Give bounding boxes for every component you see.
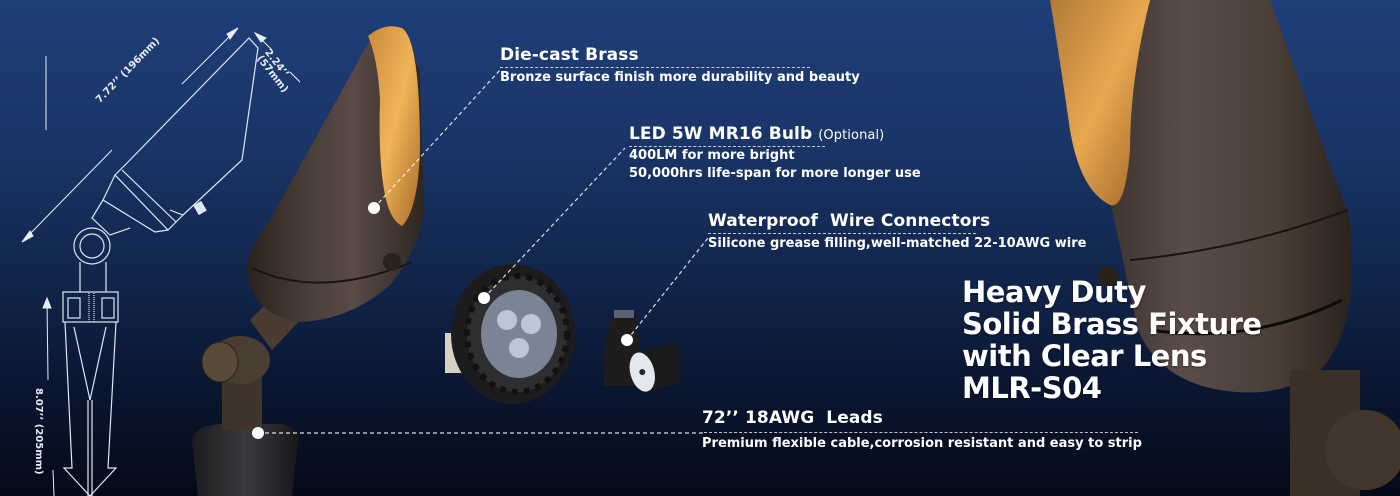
wire-connectors-photo bbox=[604, 310, 680, 392]
callout-title-suffix: (Optional) bbox=[818, 128, 885, 143]
callout-dot-bulb bbox=[478, 292, 490, 304]
callout-dot-leads bbox=[252, 427, 264, 439]
callout-subtitle: Silicone grease filling,well-matched 22-… bbox=[708, 236, 1087, 251]
callout-leads: 72’’ 18AWG Leads Premium flexible cable,… bbox=[702, 408, 1142, 453]
callout-divider bbox=[629, 146, 825, 147]
callout-title: 72’’ 18AWG Leads bbox=[702, 408, 883, 428]
callout-title: LED 5W MR16 Bulb bbox=[629, 124, 813, 144]
fixture-closeup-photo bbox=[1050, 0, 1400, 496]
callout-subtitle: Bronze surface finish more durability an… bbox=[500, 70, 860, 85]
callout-divider bbox=[704, 432, 1138, 433]
callout-dot-connectors bbox=[621, 334, 633, 346]
product-headline: Heavy Duty Solid Brass Fixture with Clea… bbox=[962, 276, 1262, 404]
blueprint-drawing bbox=[21, 27, 300, 496]
callout-divider bbox=[500, 67, 810, 68]
callout-subtitle-line-2: 50,000hrs life-span for more longer use bbox=[629, 166, 921, 181]
headline-line-2: Solid Brass Fixture bbox=[962, 307, 1262, 341]
callout-divider bbox=[708, 233, 976, 234]
headline-line-3: with Clear Lens bbox=[962, 339, 1207, 373]
headline-line-1: Heavy Duty bbox=[962, 275, 1146, 309]
callout-led-bulb: LED 5W MR16 Bulb (Optional) 400LM for mo… bbox=[629, 124, 921, 183]
callout-subtitle: Premium flexible cable,corrosion resista… bbox=[702, 436, 1142, 451]
callout-title: Waterproof Wire Connectors bbox=[708, 211, 991, 231]
callout-wire-connectors: Waterproof Wire Connectors Silicone grea… bbox=[708, 211, 1086, 253]
fixture-photo bbox=[192, 25, 424, 496]
callout-dot-brass bbox=[368, 202, 380, 214]
callout-title: Die-cast Brass bbox=[500, 45, 639, 65]
callout-subtitle-line-1: 400LM for more bright bbox=[629, 148, 795, 163]
headline-model: MLR-S04 bbox=[962, 371, 1102, 405]
callout-die-cast-brass: Die-cast Brass Bronze surface finish mor… bbox=[500, 45, 860, 87]
